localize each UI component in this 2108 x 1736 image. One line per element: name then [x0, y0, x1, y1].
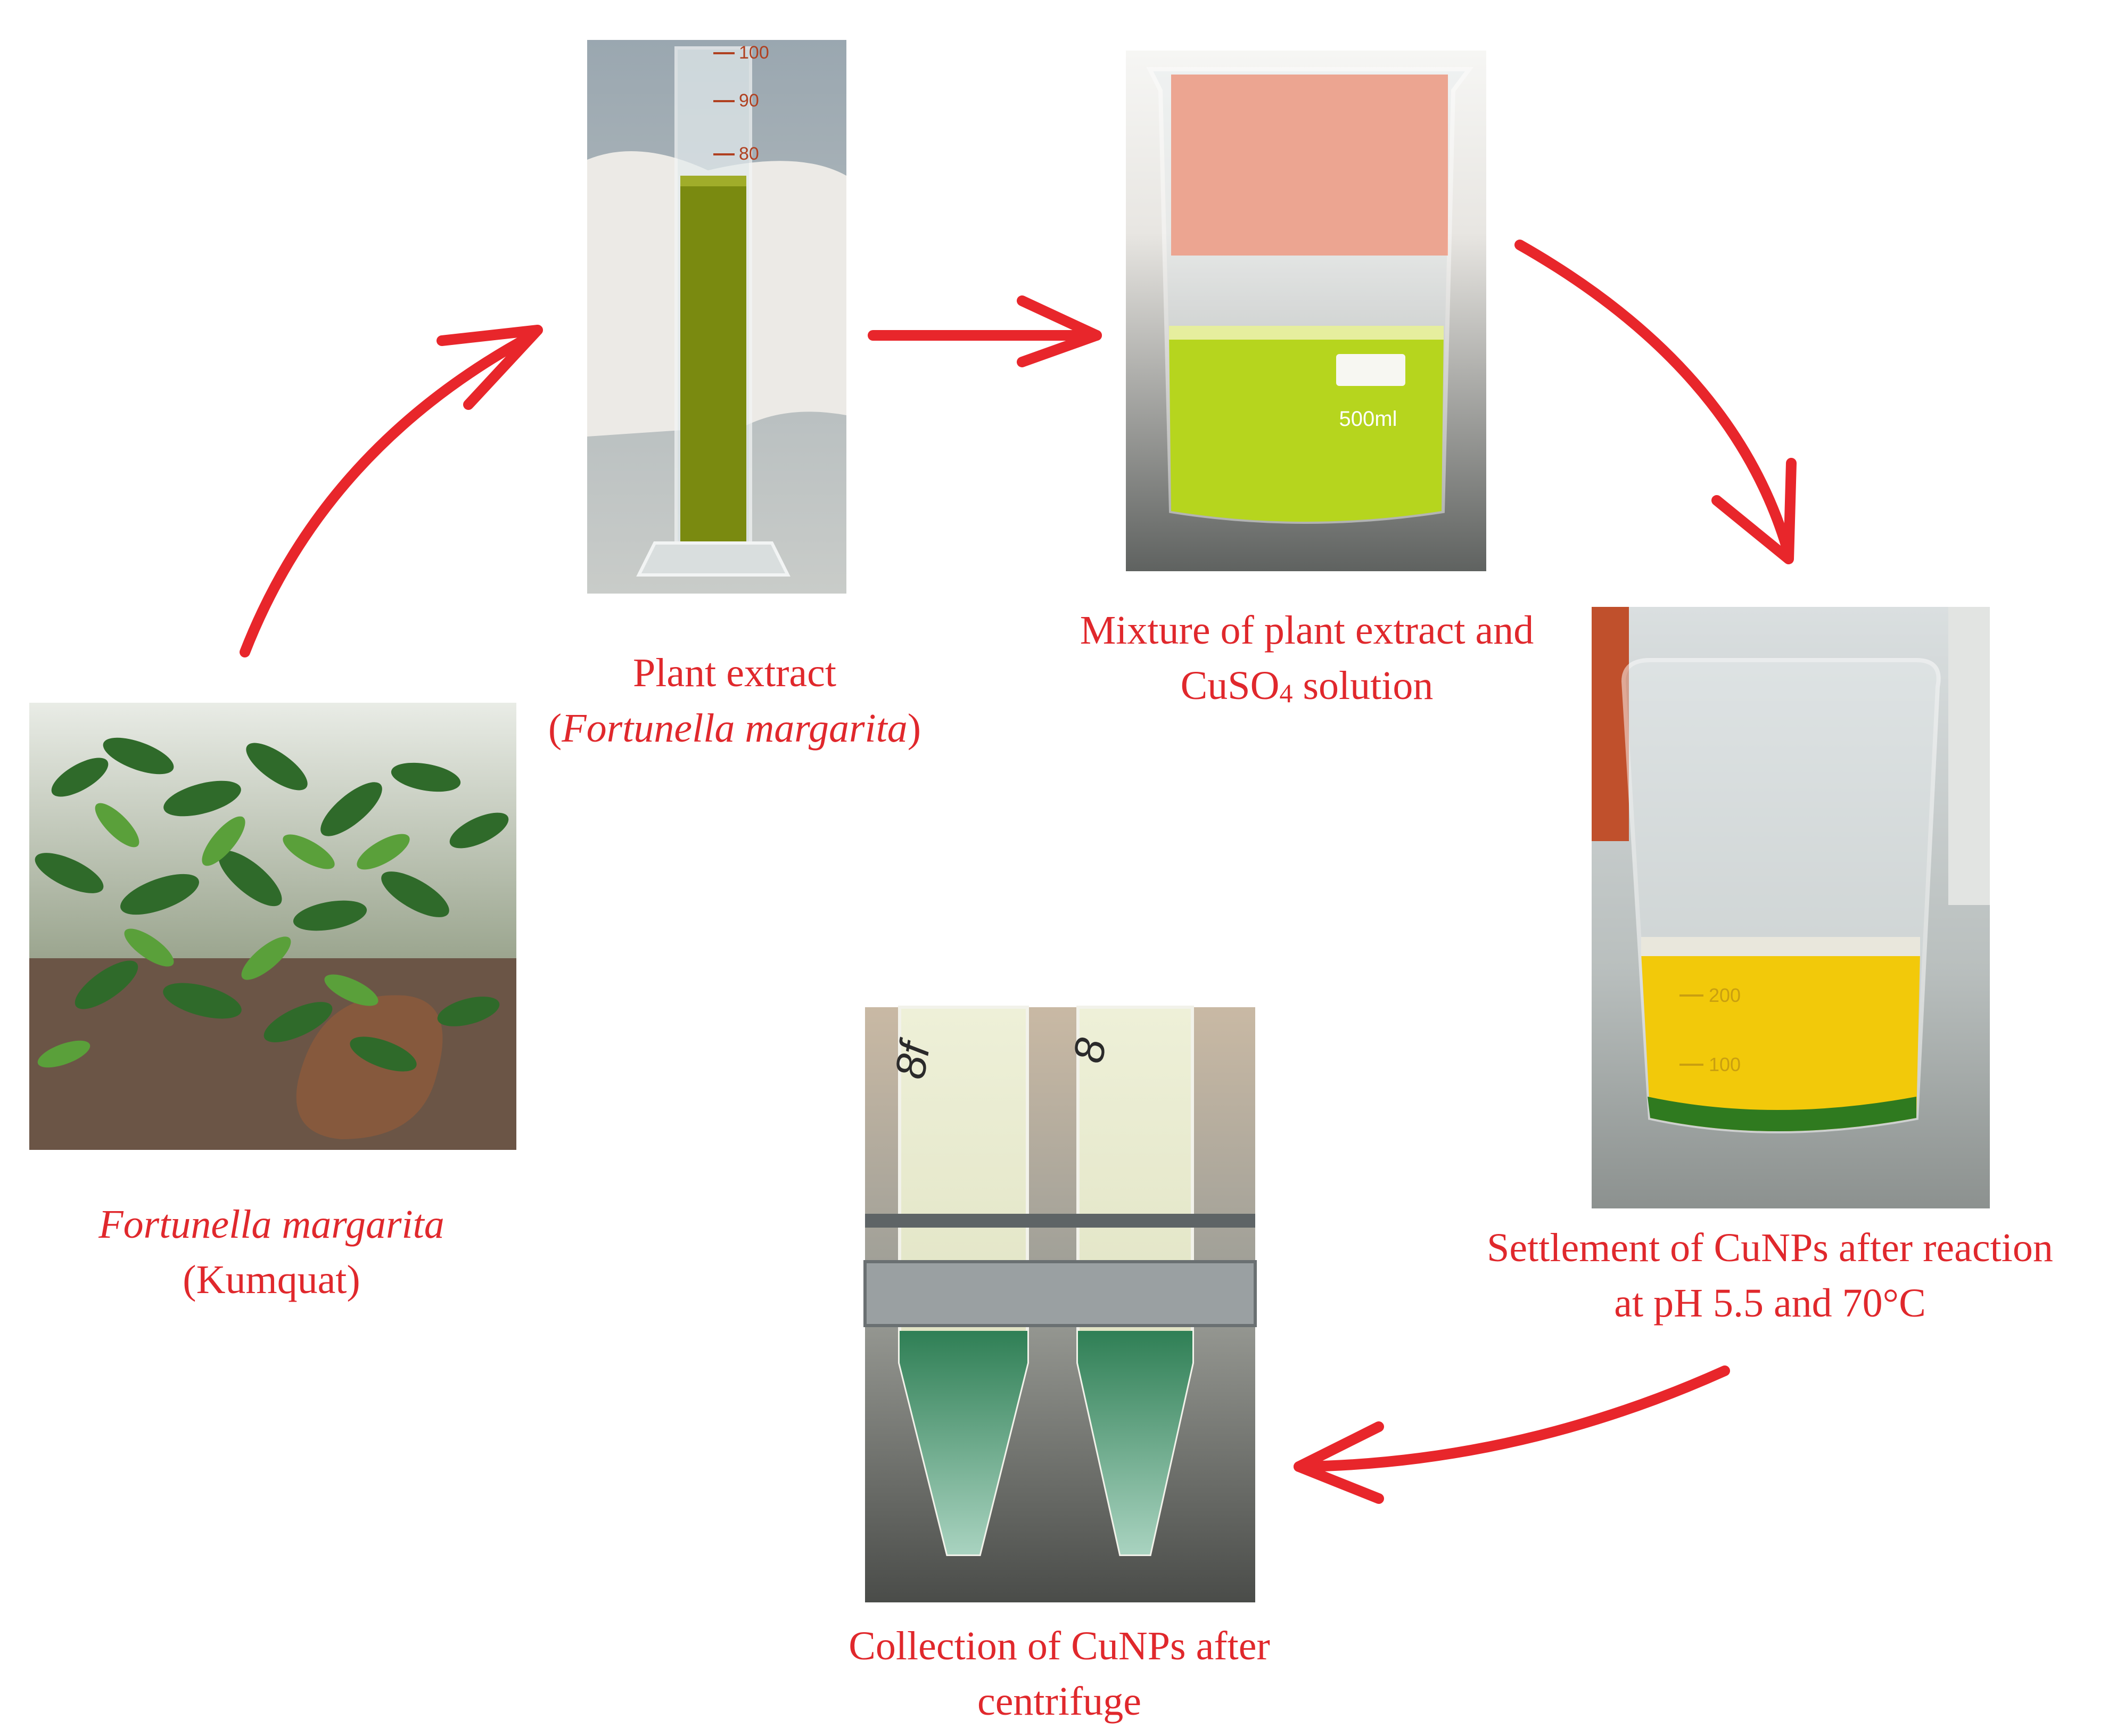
caption-mixture-line1: Mixture of plant extract and	[1080, 608, 1534, 653]
caption-kumquat-common: (Kumquat)	[183, 1257, 360, 1302]
cylinder-mark-90: 90	[739, 90, 759, 111]
caption-mixture-line2: CuSO4 solution	[1180, 663, 1434, 708]
settlement-beaker-photo: 200 100	[1592, 607, 1990, 1208]
caption-collection-line1: Collection of CuNPs after	[849, 1624, 1270, 1668]
caption-plant-extract-name: Fortunella margarita	[562, 706, 908, 751]
cylinder-mark-80: 80	[739, 144, 759, 164]
caption-settlement-line1: Settlement of CuNPs after reaction	[1487, 1225, 2053, 1270]
caption-plant-extract: Plant extract (Fortunella margarita)	[495, 645, 974, 756]
caption-plant-extract-species: (Fortunella margarita)	[495, 701, 974, 756]
kumquat-plant-photo	[29, 703, 516, 1150]
caption-collection-line2: centrifuge	[977, 1679, 1142, 1724]
paren-close: )	[907, 706, 921, 751]
cylinder-mark-100: 100	[739, 43, 769, 63]
beaker-volume-label: 500ml	[1339, 407, 1397, 431]
caption-collection: Collection of CuNPs after centrifuge	[772, 1618, 1347, 1729]
caption-mixture: Mixture of plant extract and CuSO4 solut…	[1006, 603, 1608, 718]
arrow-settlement-to-collection	[1294, 1365, 1730, 1504]
caption-settlement-line2: at pH 5.5 and 70°C	[1614, 1281, 1926, 1326]
arrow-plant-to-extract	[240, 325, 543, 657]
paren-open: (	[548, 706, 562, 751]
arrow-extract-to-mixture	[868, 295, 1102, 367]
beaker-mark-200: 200	[1709, 984, 1741, 1006]
plant-extract-photo: 100 90 80	[587, 40, 846, 594]
caption-kumquat-name: Fortunella margarita	[98, 1202, 444, 1247]
centrifuge-tubes-photo: 8f 8	[863, 1006, 1257, 1602]
arrow-mixture-to-settlement	[1514, 240, 1797, 564]
caption-kumquat: Fortunella margarita (Kumquat)	[35, 1197, 508, 1307]
mixture-beaker-photo: 500ml	[1126, 51, 1486, 571]
beaker-mark-100: 100	[1709, 1054, 1741, 1075]
caption-plant-extract-title: Plant extract	[633, 651, 836, 695]
caption-settlement: Settlement of CuNPs after reaction at pH…	[1437, 1220, 2103, 1331]
